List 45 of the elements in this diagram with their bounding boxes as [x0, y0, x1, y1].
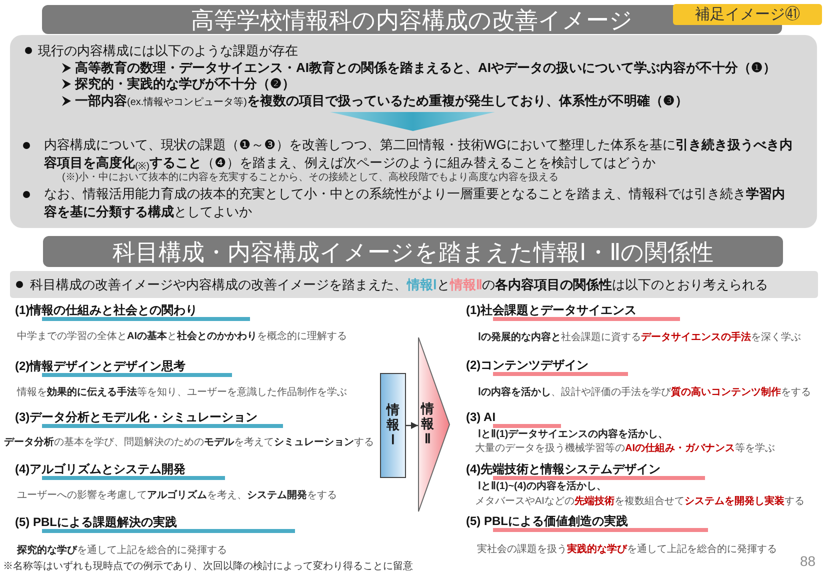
item-description: 探究的な学びを通して上記を総合的に発揮する	[17, 545, 227, 557]
item-heading: (5) PBLによる価値創造の実践	[466, 514, 628, 528]
title-band	[42, 5, 782, 34]
summary-bar	[10, 271, 818, 298]
arrow	[406, 422, 418, 430]
item-description: 中学までの学習の全体とAIの基本と社会とのかかわりを概念的に理解する	[17, 331, 347, 343]
vertical-label: 情報Ⅱ	[421, 402, 434, 447]
summary-text: 科目構成の改善イメージや内容構成の改善イメージを踏まえた、情報Ⅰと情報Ⅱの各内容項目の関係性は以下のとおり考えられる	[30, 276, 768, 293]
vertical-label: 情報Ⅰ	[386, 403, 400, 448]
page-number: 88	[800, 553, 816, 569]
triangle-arrow-shape	[418, 337, 450, 512]
content-panel	[10, 35, 817, 228]
title-text: 高等学校情報科の内容構成の改善イメージ	[191, 6, 633, 32]
item-heading: (3) AI	[466, 410, 496, 424]
item-description: メタバースやAIなどの先端技術を複数組合せてシステムを開発し実装する	[475, 496, 804, 508]
bullet-text: 現行の内容構成には以下のような課題が存在	[38, 42, 299, 59]
sub-bullet-text: 高等教育の数理・データサイエンス・AI教育との関係を踏まえると、AIやデータの扱いについて学ぶ内容が不十分（❶）	[75, 60, 776, 76]
item-heading: (5) PBLによる課題解決の実践	[15, 515, 177, 529]
item-description: 大量のデータを扱う機械学習等のAIの仕組み・ガバナンス等を学ぶ	[475, 443, 775, 455]
sub-bullet-text: 探究的・実践的な学びが不十分（❷）	[75, 76, 295, 92]
item-heading: (1)情報の仕組みと社会との関わり	[15, 303, 198, 317]
sub-bullet-text: 一部内容(ex.情報やコンピュータ等)を複数の項目で扱っているため重複が発生しており、体系性が不明確（❸）	[75, 93, 688, 110]
footnote: ※名称等はいずれも現時点での例示であり、次回以降の検討によって変わり得ることに留意	[3, 561, 413, 573]
note-text: (※)小・中において抜本的に内容を充実することから、その接続として、高校段階でもより高度な内容を扱える	[62, 172, 559, 184]
item-description: ユーザーへの影響を考慮してアルゴリズムを考え、システム開発をする	[17, 490, 337, 502]
item-heading: (2)情報デザインとデザイン思考	[15, 359, 186, 373]
item-description: Ⅰの内容を活かし、設計や評価の手法を学び質の高いコンテンツ制作をする	[478, 387, 811, 399]
title-text: 科目構成・内容構成イメージを踏まえた情報Ⅰ・Ⅱの関係性	[112, 238, 714, 264]
item-description: 情報を効果的に伝える手法等を知り、ユーザーを意識した作品制作を学ぶ	[17, 387, 347, 399]
item-description: Ⅰの発展的な内容と社会課題に資するデータサイエンスの手法を深く学ぶ	[478, 332, 801, 344]
tag-text: 補足イメージ㊶	[695, 6, 800, 24]
item-heading: (3)データ分析とモデル化・シミュレーション	[15, 410, 258, 424]
item-description: ⅠとⅡ(1)~(4)の内容を活かし、	[478, 481, 606, 493]
item-heading: (4)アルゴリズムとシステム開発	[15, 462, 186, 476]
tag-box	[673, 4, 822, 25]
subject-box	[380, 373, 406, 478]
bullet-text: なお、情報活用能力育成の抜本的充実として小・中との系統性がより一層重要となることを踏まえ、情報科では引き続き学習内容を基に分類する構成としてよいか	[44, 185, 786, 221]
item-heading: (1)社会課題とデータサイエンス	[466, 303, 637, 317]
title-band	[43, 236, 783, 267]
item-heading: (2)コンテンツデザイン	[466, 358, 589, 372]
item-heading: (4)先端技術と情報システムデザイン	[466, 462, 661, 476]
item-description: 実社会の課題を扱う実践的な学びを通して上記を総合的に発揮する	[477, 544, 777, 556]
item-description: ⅠとⅡ(1)データサイエンスの内容を活かし、	[478, 429, 668, 441]
item-description: データ分析の基本を学び、問題解決のためのモデルを考えてシミュレーションする	[4, 437, 374, 449]
bullet-text: 内容構成について、現状の課題（❶～❸）を改善しつつ、第二回情報・技術WGにおいて整理した体系を基に引き続き扱うべき内容項目を高度化$_{(※)}$すること（❹）を踏まえ、例えば次ページのように組み替えることを検討してはどうか	[44, 136, 794, 172]
